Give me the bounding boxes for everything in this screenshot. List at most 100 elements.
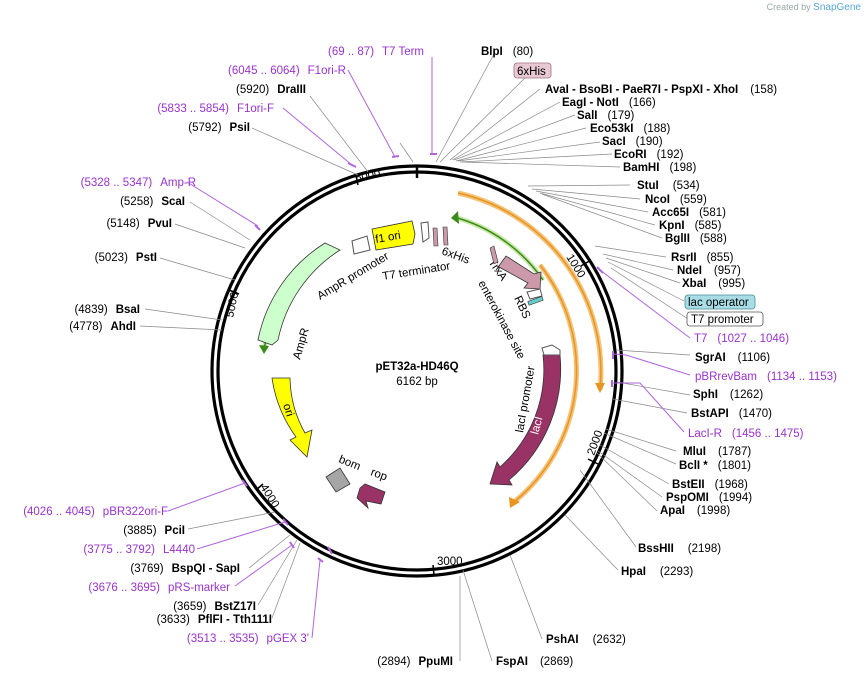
amp-r-primer: (5328 .. 5347)Amp-R bbox=[81, 177, 196, 189]
laci-r-primer: LacI-R(1456 .. 1475) bbox=[688, 428, 804, 440]
pgex3-primer: (3513 .. 3535)pGEX 3' bbox=[187, 633, 309, 645]
6xhis-tag-label: 6xHis bbox=[517, 66, 546, 78]
acc65i-site: Acc65I(581) bbox=[652, 207, 726, 219]
bamhi-site: BamHI(198) bbox=[623, 162, 696, 174]
laci-promoter-feature bbox=[541, 344, 561, 356]
ampr-feature bbox=[257, 242, 341, 346]
left-leader-lines bbox=[139, 95, 461, 661]
plasmid-size: 6162 bp bbox=[396, 376, 438, 388]
pvui-site: (5148)PvuI bbox=[106, 218, 172, 230]
ndei-site: NdeI(957) bbox=[677, 265, 741, 277]
tick-label-3000: 3000 bbox=[437, 556, 463, 568]
lac-operator-label: lac operator bbox=[688, 297, 749, 309]
right-primer-lines bbox=[599, 269, 691, 433]
plasmid-name: pET32a-HD46Q bbox=[375, 361, 458, 373]
t7-term-primer: (69 .. 87)T7 Term bbox=[328, 46, 424, 58]
bsteii-site: BstEII(1968) bbox=[672, 479, 748, 491]
feature-arc-2-head bbox=[509, 497, 520, 508]
feature-arc-2 bbox=[513, 264, 578, 503]
ampr-label: AmpR bbox=[291, 327, 311, 361]
feature-arc-1 bbox=[457, 192, 602, 391]
tick-2000 bbox=[587, 458, 599, 465]
fspai-site: FspAI(2869) bbox=[496, 656, 573, 668]
kpni-site: KpnI(585) bbox=[659, 220, 722, 232]
bglii-site: BglII(588) bbox=[665, 233, 727, 245]
pcii-site: (3885)PciI bbox=[123, 525, 185, 537]
ncoi-site: NcoI(559) bbox=[645, 194, 707, 206]
bstz17i-site: (3659)BstZ17I bbox=[173, 601, 256, 613]
rop-label: rop bbox=[369, 467, 389, 484]
scai-site: (5258)ScaI bbox=[120, 196, 185, 208]
tick-5000 bbox=[228, 289, 240, 295]
t7-primer: T7(1027 .. 1046) bbox=[694, 333, 789, 345]
blpi-site: BlpI(80) bbox=[481, 46, 533, 58]
6xhis-tag-box bbox=[513, 62, 552, 79]
rbs-feature bbox=[526, 288, 543, 300]
right-labels: BlpI(80) 6xHis AvaI - BsoBI - PaeR7I - P… bbox=[481, 46, 837, 668]
left-primer-lines bbox=[167, 57, 433, 639]
laci-label: lacI bbox=[529, 415, 545, 435]
eco53ki-site: Eco53kI(188) bbox=[590, 123, 671, 135]
psii-site: (5792)PsiI bbox=[188, 122, 250, 134]
stui-site: StuI(534) bbox=[637, 180, 700, 192]
sali-site: SalI(179) bbox=[577, 110, 634, 122]
ecori-site: EcoRI(192) bbox=[614, 149, 684, 161]
pbrrevbam-primer: pBRrevBam(1134 .. 1153) bbox=[695, 371, 837, 383]
bstapi-site: BstAPI(1470) bbox=[691, 408, 772, 420]
hpai-site: HpaI(2293) bbox=[621, 566, 693, 578]
enterokinase-site-feature bbox=[527, 295, 544, 306]
pbr322ori-f-primer: (4026 .. 4045)pBR322ori-F bbox=[23, 506, 168, 518]
snapgene-logo: SnapGene bbox=[813, 2, 861, 13]
green-arc-head bbox=[451, 211, 459, 224]
left-labels: (69 .. 87)T7 Term (6045 .. 6064)F1ori-R … bbox=[23, 46, 453, 668]
tick-3000 bbox=[432, 564, 435, 576]
tick-4000 bbox=[255, 483, 264, 491]
f1-ori-label: f1 ori bbox=[374, 230, 401, 246]
xbai-site: XbaI(995) bbox=[682, 278, 745, 290]
snapgene-credit: Created by SnapGene bbox=[766, 2, 861, 13]
apai-site: ApaI(1998) bbox=[660, 505, 730, 517]
pshai-site: PshAI(2632) bbox=[546, 634, 626, 646]
t7-promoter-box bbox=[686, 311, 764, 327]
psti-site: (5023)PstI bbox=[95, 252, 157, 264]
bcli-site: BclI *(1801) bbox=[679, 460, 751, 472]
f1ori-f-primer: (5833 .. 5854)F1ori-F bbox=[157, 103, 274, 115]
t7-promoter-label: T7 promoter bbox=[691, 314, 754, 326]
sapi-site: (3769)BspQI - SapI bbox=[130, 563, 240, 575]
primer-ticks bbox=[241, 153, 614, 563]
tick-marks bbox=[228, 166, 599, 576]
primer-tick-extra bbox=[327, 546, 333, 555]
mlui-site: MluI(1787) bbox=[683, 446, 751, 458]
t7-terminator-feature bbox=[420, 221, 430, 243]
enterokinase-site-label: enterokinase site bbox=[475, 279, 526, 361]
bsai-site: (4839)BsaI bbox=[74, 304, 140, 316]
laci-feature bbox=[489, 354, 562, 486]
bsshii-site: BssHII(2198) bbox=[638, 543, 721, 555]
rop-feature bbox=[356, 483, 386, 510]
right-leader-lines bbox=[435, 51, 691, 662]
sgrai-site: SgrAI(1106) bbox=[695, 352, 770, 364]
green-arc bbox=[453, 216, 544, 281]
bom-feature bbox=[325, 467, 351, 493]
ahdi-site: (4778)AhdI bbox=[69, 321, 136, 333]
tick-label-6000: 6000 bbox=[354, 168, 382, 185]
prs-marker-primer: (3676 .. 3695)pRS-marker bbox=[88, 582, 230, 594]
tth111i-site: (3633)PflFI - Tth111I bbox=[157, 614, 272, 626]
tick-label-5000: 5000 bbox=[224, 291, 241, 319]
ampr-arc-head bbox=[259, 345, 269, 354]
rsrii-site: RsrII(855) bbox=[671, 252, 734, 264]
sphi-site: SphI(1262) bbox=[693, 389, 763, 401]
draiii-site: (5920)DraIII bbox=[236, 84, 306, 96]
tick-1000 bbox=[580, 259, 592, 267]
6xhis-feature bbox=[432, 226, 499, 265]
f1-ori-feature bbox=[371, 220, 416, 251]
noti-site: EagI - NotI(166) bbox=[562, 97, 656, 109]
ampr-promoter-feature bbox=[351, 235, 371, 255]
tick-6000 bbox=[355, 174, 359, 186]
t7-terminator-label: T7 terminator bbox=[382, 260, 452, 283]
ori-feature bbox=[271, 377, 313, 458]
saci-site: SacI(190) bbox=[602, 136, 663, 148]
pspomi-site: PspOMI(1994) bbox=[666, 492, 752, 504]
xhoi-site: AvaI - BsoBI - PaeR7I - PspXI - XhoI(158… bbox=[545, 84, 777, 96]
